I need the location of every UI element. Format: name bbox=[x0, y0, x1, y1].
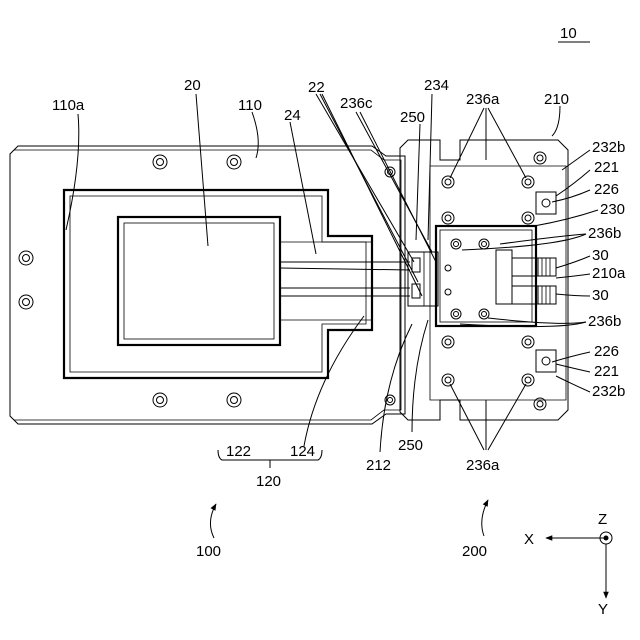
label-236a-top: 236a bbox=[466, 91, 500, 108]
screw-icon bbox=[153, 155, 167, 169]
screw-icon bbox=[522, 374, 534, 386]
label-250-bottom: 250 bbox=[398, 437, 423, 454]
label-20: 20 bbox=[184, 77, 201, 94]
screw-icon bbox=[442, 374, 454, 386]
screw-icon bbox=[442, 176, 454, 188]
label-250-top: 250 bbox=[400, 109, 425, 126]
screw-icon bbox=[227, 155, 241, 169]
label-212: 212 bbox=[366, 457, 391, 474]
connectors-30 bbox=[496, 250, 556, 304]
screw-icon bbox=[153, 393, 167, 407]
screw-icon bbox=[451, 239, 461, 249]
label-122: 122 bbox=[226, 443, 251, 460]
label-232b-bottom: 232b bbox=[592, 383, 625, 400]
assembly-arrows bbox=[210, 500, 488, 538]
screw-icon bbox=[534, 152, 546, 164]
label-210a: 210a bbox=[592, 265, 626, 282]
label-100: 100 bbox=[196, 543, 221, 560]
label-120: 120 bbox=[256, 473, 281, 490]
label-30-bottom: 30 bbox=[592, 287, 609, 304]
screw-icon bbox=[445, 265, 451, 271]
label-221-bottom: 221 bbox=[594, 363, 619, 380]
chip-20 bbox=[118, 217, 280, 345]
screw-icon bbox=[479, 239, 489, 249]
label-124: 124 bbox=[290, 443, 315, 460]
base-plate bbox=[10, 146, 405, 424]
label-236b-bottom: 236b bbox=[588, 313, 621, 330]
label-210: 210 bbox=[544, 91, 569, 108]
label-221-top: 221 bbox=[594, 159, 619, 176]
label-234: 234 bbox=[424, 77, 449, 94]
screw-icon bbox=[445, 289, 451, 295]
axis-label-z: Z bbox=[598, 511, 607, 528]
screw-icon bbox=[522, 336, 534, 348]
waveguides-24 bbox=[280, 242, 410, 320]
label-22: 22 bbox=[308, 79, 325, 96]
label-236c: 236c bbox=[340, 95, 373, 112]
label-236b-top: 236b bbox=[588, 225, 621, 242]
screw-icon bbox=[442, 212, 454, 224]
mounting-screws bbox=[19, 155, 395, 407]
connector-housing-210 bbox=[400, 140, 568, 420]
screw-icon bbox=[522, 212, 534, 224]
label-110a: 110a bbox=[52, 97, 85, 114]
screw-icon bbox=[442, 336, 454, 348]
figure-number: 10 bbox=[560, 25, 577, 42]
screw-icon bbox=[522, 176, 534, 188]
label-230: 230 bbox=[600, 201, 625, 218]
screw-icon bbox=[227, 393, 241, 407]
labels: 110a 20 110 24 22 236c 234 250 236a 210 … bbox=[52, 77, 626, 618]
label-24: 24 bbox=[284, 107, 301, 124]
screw-icon bbox=[451, 309, 461, 319]
axis-label-y: Y bbox=[598, 601, 608, 618]
side-parts-221-226 bbox=[536, 192, 556, 372]
axis-label-x: X bbox=[524, 531, 534, 548]
label-232b-top: 232b bbox=[592, 139, 625, 156]
label-110: 110 bbox=[238, 97, 262, 114]
label-200: 200 bbox=[462, 543, 487, 560]
screw-icon bbox=[479, 309, 489, 319]
opening-110a bbox=[64, 190, 372, 378]
label-226-bottom: 226 bbox=[594, 343, 619, 360]
screw-icon bbox=[19, 295, 33, 309]
label-226-top: 226 bbox=[594, 181, 619, 198]
label-30-top: 30 bbox=[592, 247, 609, 264]
label-236a-bottom: 236a bbox=[466, 457, 500, 474]
screw-icon bbox=[19, 251, 33, 265]
coordinate-axes bbox=[546, 532, 612, 598]
screws-236 bbox=[442, 152, 546, 410]
